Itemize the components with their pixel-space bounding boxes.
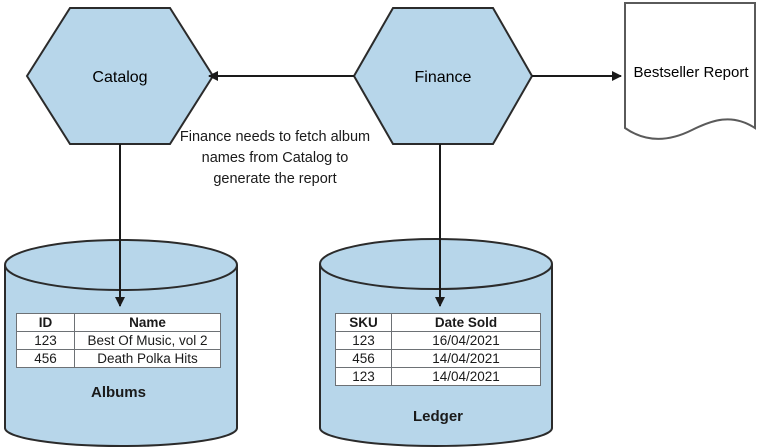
column-header-name: Name xyxy=(74,313,221,332)
album-id-cell: 456 xyxy=(16,349,75,368)
finance-label: Finance xyxy=(415,69,472,86)
ledger-date-cell: 14/04/2021 xyxy=(391,349,541,368)
ledger-sku-cell: 456 xyxy=(335,349,392,368)
table-row: 456 14/04/2021 xyxy=(335,349,541,368)
catalog-service: Catalog xyxy=(25,7,215,145)
albums-database-label: Albums xyxy=(90,384,146,401)
album-name-cell: Best Of Music, vol 2 xyxy=(74,331,221,350)
column-header-date-sold: Date Sold xyxy=(391,313,541,332)
table-row: 456 Death Polka Hits xyxy=(16,349,221,368)
table-header-row: SKU Date Sold xyxy=(335,313,541,332)
column-header-sku: SKU xyxy=(335,313,392,332)
dependency-note: Finance needs to fetch album names from … xyxy=(179,129,371,187)
report-label: Bestseller Report xyxy=(633,64,749,81)
albums-table: ID Name 123 Best Of Music, vol 2 456 Dea… xyxy=(16,313,221,368)
table-row: 123 16/04/2021 xyxy=(335,331,541,350)
finance-service: Finance xyxy=(352,7,534,145)
ledger-table: SKU Date Sold 123 16/04/2021 456 14/04/2… xyxy=(335,313,541,386)
bestseller-report-document: Bestseller Report xyxy=(624,2,756,140)
ledger-date-cell: 16/04/2021 xyxy=(391,331,541,350)
ledger-date-cell: 14/04/2021 xyxy=(391,367,541,386)
ledger-database-label: Ledger xyxy=(412,408,463,425)
album-name-cell: Death Polka Hits xyxy=(74,349,221,368)
album-id-cell: 123 xyxy=(16,331,75,350)
ledger-sku-cell: 123 xyxy=(335,331,392,350)
table-row: 123 14/04/2021 xyxy=(335,367,541,386)
column-header-id: ID xyxy=(16,313,75,332)
table-row: 123 Best Of Music, vol 2 xyxy=(16,331,221,350)
catalog-label: Catalog xyxy=(92,69,147,86)
ledger-sku-cell: 123 xyxy=(335,367,392,386)
table-header-row: ID Name xyxy=(16,313,221,332)
